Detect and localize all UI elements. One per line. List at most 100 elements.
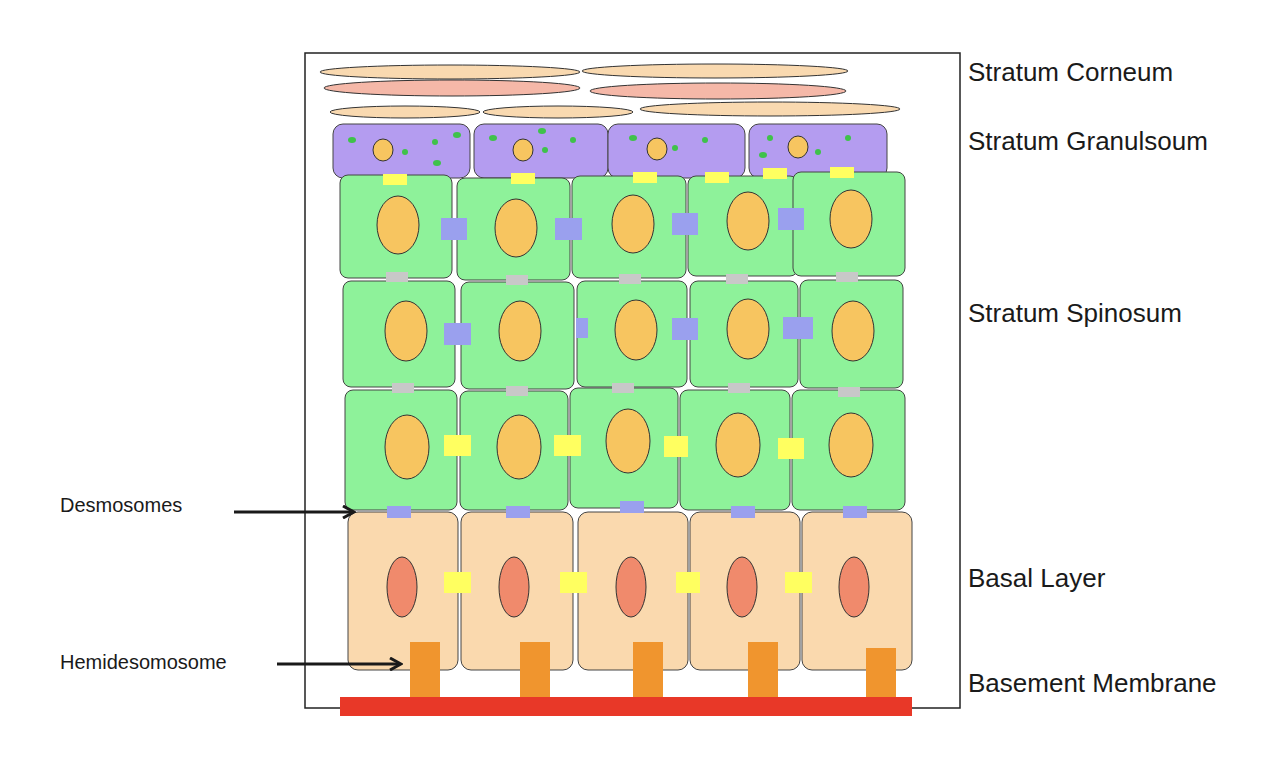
granule [538,128,546,134]
nucleus [606,409,650,473]
hemidesmosome [520,642,550,699]
junction [620,501,644,513]
granule [815,149,821,155]
nucleus [499,557,529,617]
junction [664,436,688,457]
layer-label: Stratum Spinosum [968,299,1182,328]
spinous-cell [793,172,905,276]
nucleus [727,299,769,359]
junction [612,383,634,393]
junction [554,435,581,456]
corneocyte [324,80,580,96]
layer-label: Stratum Corneum [968,58,1173,87]
junction [705,172,729,183]
nucleus [513,139,533,161]
junction [633,172,657,183]
spinous-cell [792,390,905,510]
nucleus [830,190,872,248]
spinous-nuclei [377,190,874,479]
nucleus [385,301,427,361]
junction [560,572,587,593]
junction [778,208,804,230]
hemidesmosome [410,642,440,699]
junction [728,383,750,393]
junction [444,572,471,593]
granule [570,137,576,143]
basal-cell [802,512,912,670]
nucleus [377,196,419,254]
spinous-cell [345,390,457,510]
granule [629,135,637,141]
nucleus [495,199,537,257]
nucleus [716,413,760,477]
spinous-cell [800,280,903,388]
nucleus [615,300,657,360]
pointer-arrow [277,663,400,666]
junction [843,506,867,518]
junction [778,438,804,459]
spinous-cell [680,390,790,510]
nucleus [829,413,873,477]
granule [453,132,461,138]
spinous-cell [461,282,574,389]
layer-label: Stratum Granulsoum [968,127,1208,156]
frame [305,53,960,708]
junction [555,218,582,240]
junction [672,318,698,340]
nucleus [727,557,757,617]
corneocyte [640,102,900,116]
corneocyte [590,83,846,99]
junction [392,383,414,393]
junction [444,435,471,456]
granule [672,145,678,151]
spinous-cell [572,176,686,278]
nucleus [612,195,654,253]
yellow-junctions [383,167,854,593]
granular-cell [474,124,608,178]
granule [402,149,408,155]
granule [542,147,548,153]
junction [576,318,588,338]
basement-membrane [340,697,912,716]
junction [836,272,858,282]
callout-label: Hemidesomosome [60,651,227,673]
granule [489,135,497,141]
junction [731,506,755,518]
junction [726,274,748,284]
corneocyte [320,65,580,79]
junction [441,218,467,240]
hemidesmosome [633,642,663,699]
granule [348,137,356,143]
junction [763,168,787,179]
pointer-arrow [234,511,353,514]
junction [506,275,528,285]
callout-label: Desmosomes [60,494,182,516]
nucleus [647,138,667,160]
junction [383,174,407,185]
granular-cell [749,124,887,178]
granule [433,160,441,166]
spinous-cell [690,281,798,387]
basal-nuclei [387,557,869,617]
junction [785,572,812,593]
nucleus [499,301,541,361]
junction [386,272,408,282]
junction [506,506,530,518]
nucleus [832,301,874,361]
basal-cell [461,512,573,670]
spinous-cell [460,391,568,510]
granule [767,135,773,141]
granule [702,137,708,143]
basal-cell [348,512,458,670]
gray-junctions [386,272,860,397]
granule [845,135,851,141]
spinous-cell [457,178,570,280]
nucleus [385,415,429,479]
granule [759,152,767,158]
spinous-cell [340,175,452,278]
nucleus [373,139,393,161]
junction [672,213,698,235]
corneocyte [483,106,633,118]
spinous-cell [570,388,678,508]
